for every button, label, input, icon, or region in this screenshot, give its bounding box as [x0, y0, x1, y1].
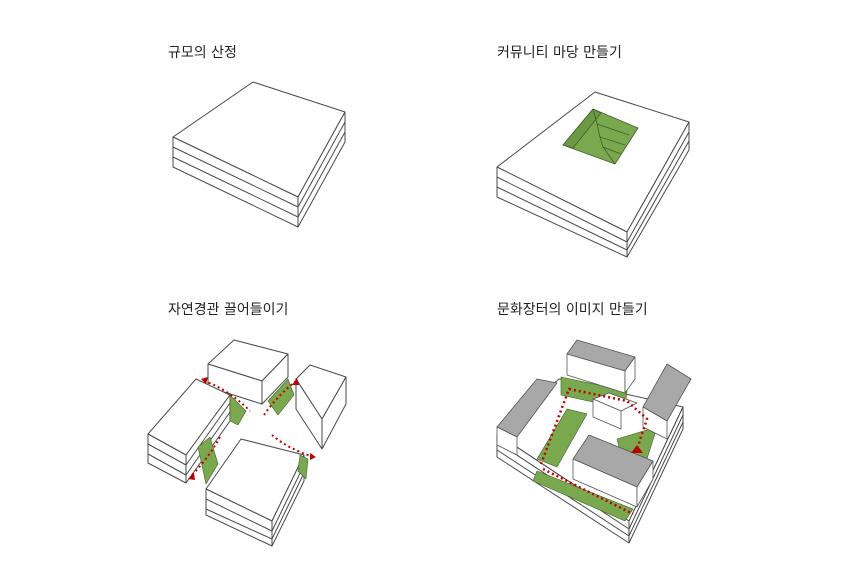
route-arrow-head: [631, 445, 643, 453]
panel-market: 문화장터의 이미지 만들기: [496, 299, 797, 569]
panel-title: 문화장터의 이미지 만들기: [497, 302, 648, 318]
courtyard-block-icon: [496, 91, 690, 258]
panel-courtyard: 커뮤니티 마당 만들기: [496, 42, 797, 312]
flow-arrows: [189, 380, 315, 478]
panel-title: 자연경관 끌어들이기: [168, 302, 289, 318]
panel-landscape: 자연경관 끌어들이기: [147, 299, 468, 569]
arrow-heads: [188, 377, 316, 480]
panel-title: 커뮤니티 마당 만들기: [497, 45, 622, 61]
panel-scale: 규모의 산정: [168, 42, 468, 312]
split-blocks-icon: [147, 339, 347, 547]
market-roofs-icon: [496, 339, 692, 544]
block-mass-icon: [172, 81, 346, 228]
courtyard-green: [562, 108, 639, 165]
market-route: [539, 387, 649, 516]
panel-title: 규모의 산정: [168, 45, 237, 61]
